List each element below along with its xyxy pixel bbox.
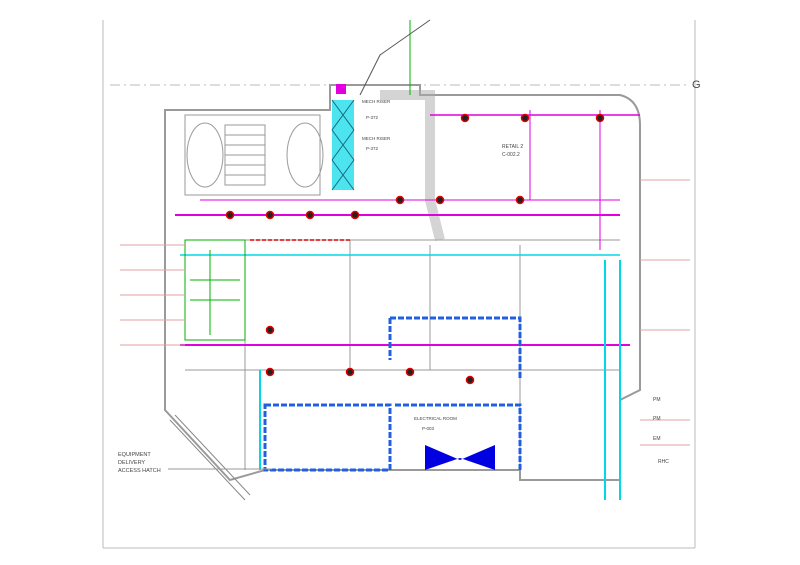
fan-equipment xyxy=(425,445,495,470)
side-tag-3: EM xyxy=(653,436,661,442)
annotation-leaders xyxy=(120,179,690,446)
stair xyxy=(224,124,266,186)
hatch-note-line-1: EQUIPMENT xyxy=(118,452,151,458)
structural-columns xyxy=(225,113,605,385)
room-name-mech-riser-2: MECH RISER xyxy=(362,136,391,141)
room-number-retail: C-002.2 xyxy=(502,152,520,158)
room-number-electrical: P-003 xyxy=(422,426,435,431)
room-name-mech-riser: MECH RISER xyxy=(362,99,391,104)
grid-label: G xyxy=(692,79,701,91)
ductwork xyxy=(175,19,640,500)
building-walls xyxy=(164,84,641,501)
room-number-mech-riser: P-372 xyxy=(366,115,379,120)
side-tag-4: RHC xyxy=(658,459,669,465)
mech-riser-shaft xyxy=(331,84,355,191)
hatch-note-line-3: ACCESS HATCH xyxy=(118,468,161,474)
room-number-mech-riser-2: P-372 xyxy=(366,146,379,151)
side-tag-1: PM xyxy=(653,397,661,403)
room-name-electrical: ELECTRICAL ROOM xyxy=(414,416,457,421)
hatch-note-line-2: DELIVERY xyxy=(118,460,145,466)
room-name-retail: RETAIL 2 xyxy=(502,144,523,150)
side-tag-2: PM xyxy=(653,416,661,422)
